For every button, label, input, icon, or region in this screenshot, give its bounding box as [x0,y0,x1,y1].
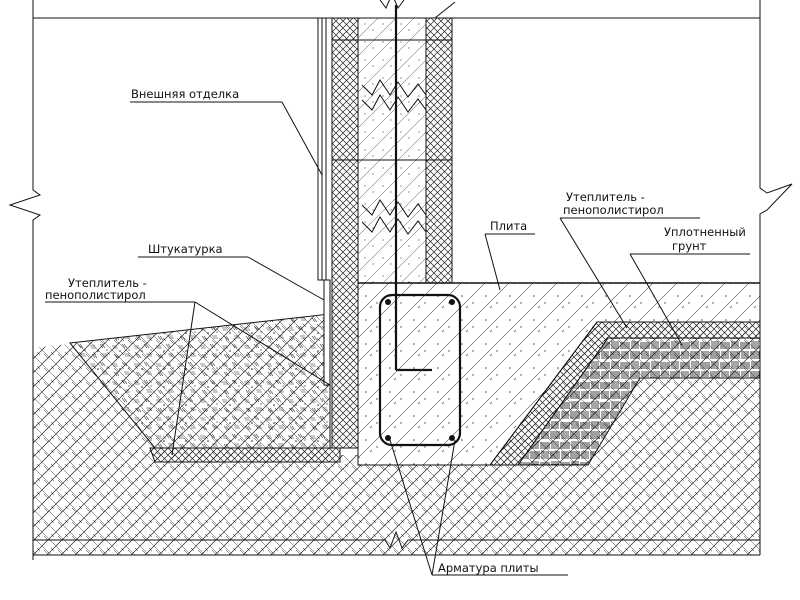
leader-lines [45,1,750,576]
wall-section [317,5,453,449]
label-insulation-left-line2: пенополистирол [45,288,146,302]
insulation-left-layer [149,447,341,463]
frame-lines [8,0,793,560]
label-insulation-left-line1: Утеплитель - [68,276,147,290]
label-plaster: Штукатурка [148,242,223,256]
label-insulation-right-line2: пенополистирол [563,203,664,217]
label-compacted-soil-line2: грунт [672,239,707,253]
label-compacted-soil-line1: Уплотненный [664,225,746,239]
label-insulation-right-line1: Утеплитель - [566,190,645,204]
label-slab-rebar: Арматура плиты [438,561,539,575]
label-exterior-finish: Внешняя отделка [131,87,239,101]
label-slab: Плита [490,219,527,233]
